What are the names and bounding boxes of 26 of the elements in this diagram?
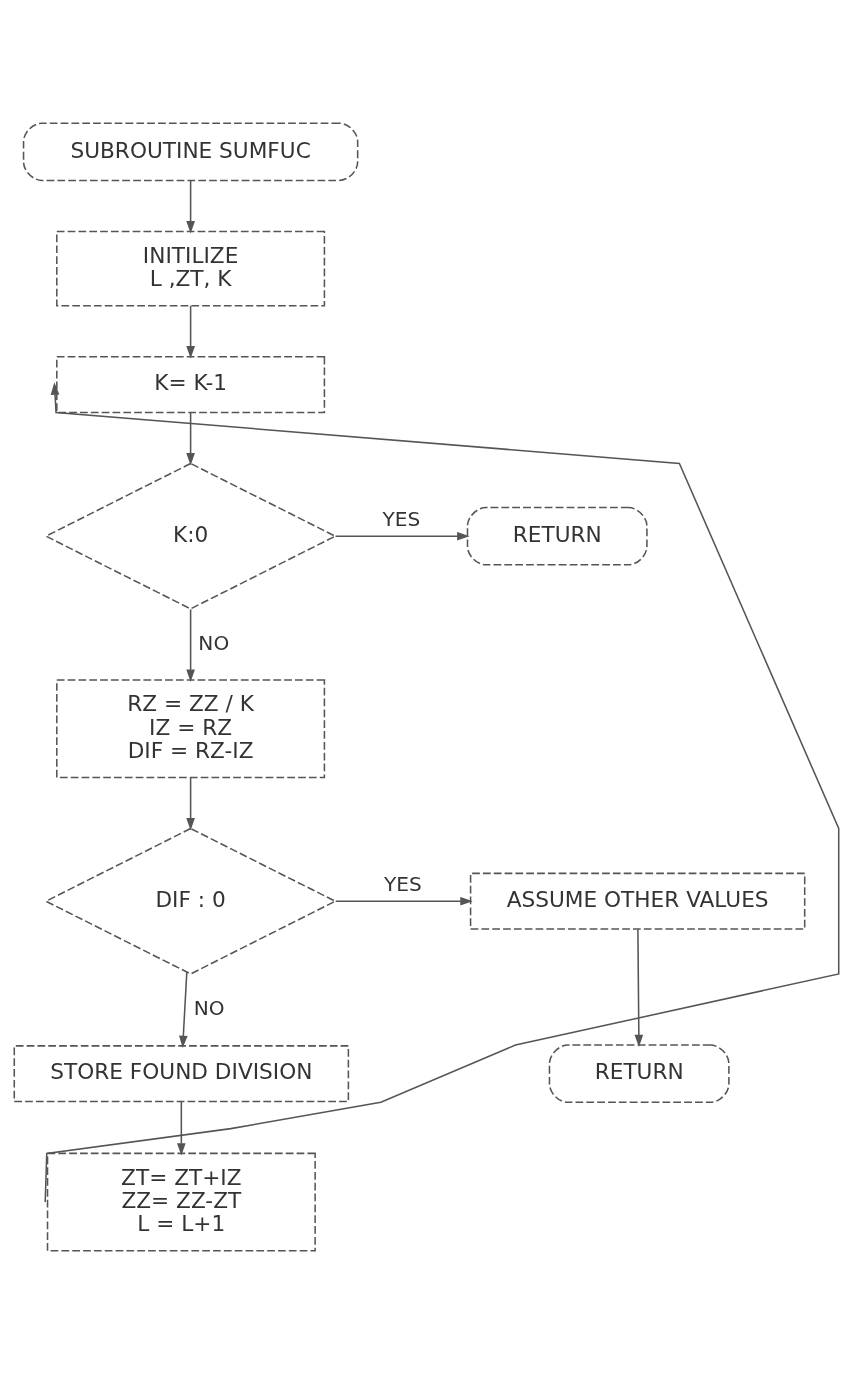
arrow — [186, 608, 195, 682]
arrow — [186, 305, 195, 359]
edge-label: YES — [382, 506, 421, 531]
node-box: RZ = ZZ / K IZ = RZ DIF = RZ-IZ — [56, 679, 326, 779]
node-box: INITILIZE L ,ZT, K — [56, 230, 326, 307]
node-box: RETURN — [466, 506, 648, 566]
node-diamond: DIF : 0 — [44, 827, 337, 975]
edge-label: NO — [193, 995, 225, 1020]
edge-label: NO — [198, 630, 230, 655]
arrow — [186, 776, 195, 831]
arrow — [177, 1101, 186, 1156]
node-box: SUBROUTINE SUMFUC — [22, 122, 359, 182]
node-box: K= K-1 — [56, 356, 326, 414]
arrow — [186, 180, 195, 234]
node-box: STORE FOUND DIVISION — [13, 1045, 350, 1103]
arrow — [334, 531, 470, 541]
edge-label: YES — [384, 872, 422, 897]
arrow — [179, 971, 188, 1049]
node-box: RETURN — [548, 1044, 730, 1104]
arrow — [334, 896, 473, 906]
arrow — [186, 411, 195, 466]
arrow — [44, 382, 840, 1203]
node-diamond: K:0 — [44, 462, 337, 610]
node-box: ZT= ZT+IZ ZZ= ZZ-ZT L = L+1 — [46, 1152, 316, 1252]
arrow — [634, 928, 644, 1048]
node-box: ASSUME OTHER VALUES — [469, 872, 806, 930]
